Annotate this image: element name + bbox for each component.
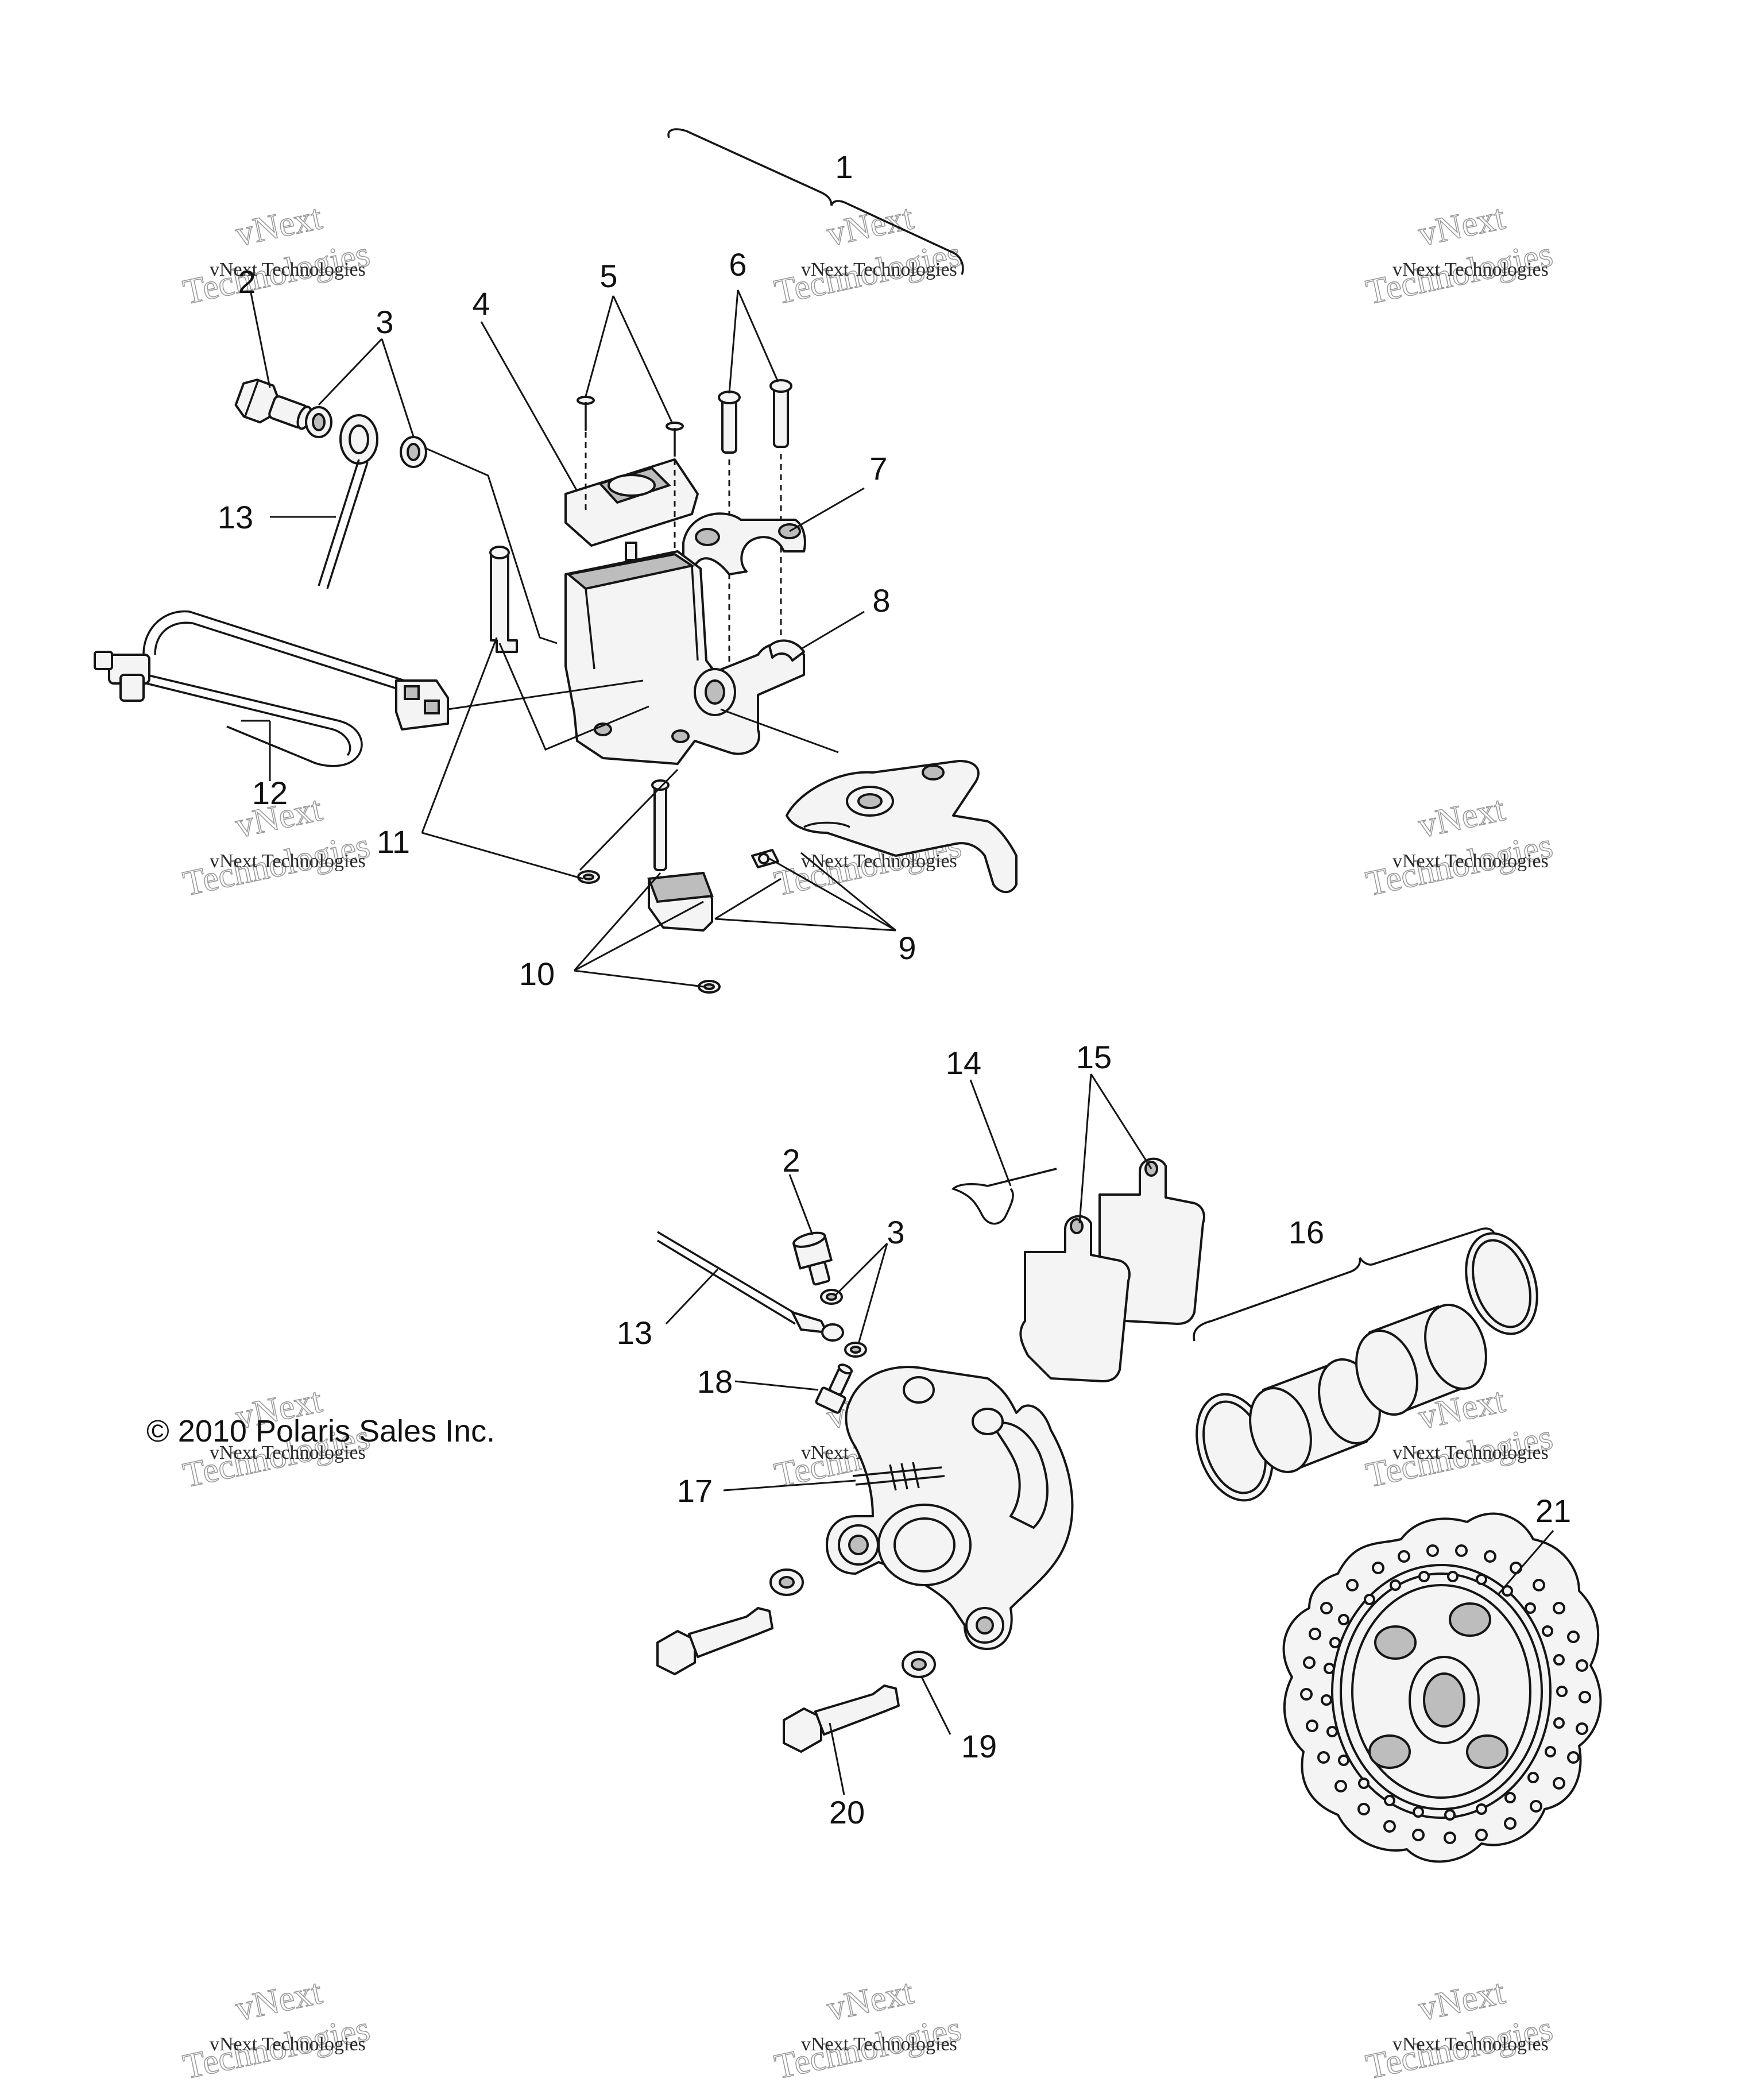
leader-lines-top	[241, 289, 896, 988]
callout-11: 11	[377, 824, 410, 860]
watermark: Technologies vNext vNext Technologies	[1362, 1972, 1556, 2087]
mounting-bolts	[656, 1607, 900, 1753]
lever-pivot-pin	[489, 546, 518, 653]
callout-20: 20	[829, 1794, 865, 1830]
callout-15: 15	[1076, 1039, 1112, 1075]
lever-bracket	[647, 779, 714, 932]
callout-16: 16	[1289, 1214, 1324, 1250]
watermark: Technologies vNext vNext Technologies	[1362, 789, 1556, 904]
watermark: Technologies vNext vNext Technologies	[771, 1972, 965, 2087]
callout-3-caliper: 3	[887, 1214, 904, 1250]
banjo-fitting	[339, 414, 378, 465]
master-cylinder-assembly: 1 2 3 4 5 6 7 8 13 12 11 9 10	[94, 128, 1018, 994]
watermark: Technologies vNext vNext Technologies	[179, 197, 373, 312]
caliper-rotor-assembly: 14 15 16 2 3 13 18 17 19 20 21	[617, 1039, 1602, 1863]
sealing-washers	[305, 406, 427, 468]
caliper-banjo-bolt	[792, 1231, 833, 1286]
svg-text:vNext Technologies: vNext Technologies	[801, 851, 957, 872]
callout-7: 7	[869, 450, 887, 486]
piston-seals-pistons	[1196, 1232, 1538, 1502]
guide-lines	[424, 447, 839, 920]
callout-14: 14	[946, 1045, 981, 1081]
brake-pads	[1019, 1157, 1205, 1382]
rotor-vent-holes	[1300, 1544, 1591, 1844]
callout-3: 3	[376, 304, 393, 340]
callout-4: 4	[472, 285, 490, 322]
copyright-notice: © 2010 Polaris Sales Inc.	[146, 1414, 495, 1448]
svg-text:vNext Technologies: vNext Technologies	[1392, 851, 1549, 872]
leader-lines-bottom	[665, 1073, 1554, 1795]
svg-text:vNext Technologies: vNext Technologies	[1392, 2034, 1549, 2055]
callout-10: 10	[519, 956, 555, 992]
banjo-bolt	[234, 378, 312, 430]
brake-switch-harness	[94, 610, 449, 767]
svg-text:vNext Technologies: vNext Technologies	[210, 851, 366, 872]
pad-pin	[852, 1462, 945, 1491]
callout-2: 2	[238, 264, 256, 300]
brake-line	[318, 459, 360, 586]
assembly-brace	[667, 128, 964, 275]
callout-8: 8	[872, 582, 890, 619]
svg-text:vNext Technologies: vNext Technologies	[1392, 1442, 1549, 1463]
callout-18: 18	[697, 1363, 733, 1400]
callout-21: 21	[1535, 1493, 1571, 1529]
bleeder-valve	[815, 1363, 853, 1414]
mounting-washers	[769, 1568, 936, 1678]
callout-6: 6	[729, 246, 746, 283]
svg-text:vNext Technologies: vNext Technologies	[210, 1442, 366, 1463]
lever-spring-clip	[751, 849, 779, 868]
callout-1: 1	[835, 149, 853, 185]
callout-12: 12	[252, 775, 288, 811]
brake-caliper	[826, 1366, 1074, 1650]
watermark: Technologies vNext vNext Technologies	[771, 197, 965, 312]
svg-text:vNext Technologies: vNext Technologies	[801, 2034, 957, 2055]
svg-text:vNext Technologies: vNext Technologies	[210, 259, 366, 280]
brake-lever	[786, 760, 1018, 894]
callout-13: 13	[218, 499, 253, 535]
callout-9: 9	[898, 930, 916, 966]
caliper-washers	[820, 1289, 867, 1358]
caliper-brake-line	[657, 1231, 844, 1342]
handlebar-clamp	[682, 512, 806, 575]
piston-kit-brace	[1193, 1227, 1498, 1342]
callout-17: 17	[677, 1473, 713, 1509]
watermark: Technologies vNext vNext Technologies	[179, 1972, 373, 2087]
callout-19: 19	[961, 1728, 997, 1764]
pad-spring	[951, 1168, 1057, 1225]
svg-text:vNext Technologies: vNext Technologies	[801, 259, 957, 280]
callout-13-caliper: 13	[617, 1315, 652, 1351]
svg-text:vNext Technologies: vNext Technologies	[210, 2034, 366, 2055]
callout-2-caliper: 2	[782, 1142, 800, 1179]
master-cylinder-body	[564, 550, 805, 765]
brake-rotor	[1282, 1512, 1602, 1863]
callout-5: 5	[599, 258, 617, 294]
svg-text:vNext Technologies: vNext Technologies	[1392, 259, 1549, 280]
watermark: Technologies vNext vNext Technologies	[1362, 197, 1556, 312]
